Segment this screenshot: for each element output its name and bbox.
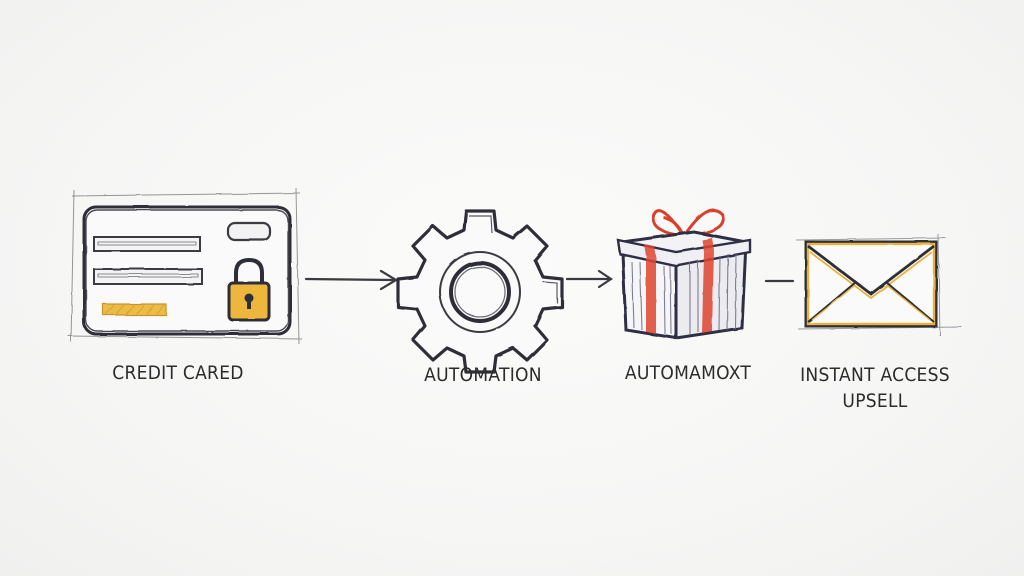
step-label-automation: AUTOMATION bbox=[424, 364, 542, 386]
step-label-instant-access-line1: INSTANT ACCESS bbox=[800, 364, 950, 386]
step-label-instant-access-line2: UPSELL bbox=[842, 390, 908, 412]
arrow-1 bbox=[304, 269, 399, 291]
step-label-gift: AUTOMAMOXT bbox=[624, 362, 752, 384]
gift-box-icon bbox=[616, 208, 752, 340]
arrow-2 bbox=[565, 269, 613, 289]
step-label-instant-access: INSTANT ACCESS UPSELL bbox=[781, 362, 970, 414]
step-label-credit-card: CREDIT CARED bbox=[112, 362, 244, 384]
credit-card-lock-icon bbox=[67, 187, 303, 345]
padlock-icon bbox=[227, 257, 271, 322]
envelope-icon bbox=[795, 233, 963, 337]
gear-icon bbox=[396, 209, 564, 374]
